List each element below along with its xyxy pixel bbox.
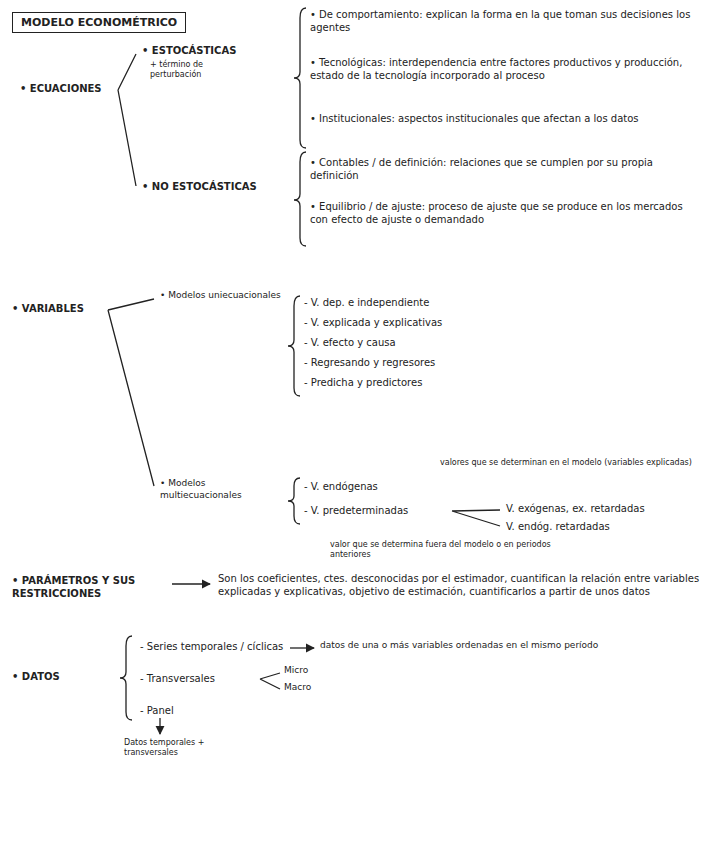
note-text: • De comportamiento: explican la forma e…	[310, 8, 700, 34]
title-box: MODELO ECONOMÉTRICO	[12, 12, 186, 33]
fork-line	[108, 299, 154, 486]
note-text: • Modelos multiecuacionales	[160, 478, 285, 501]
brace	[294, 152, 306, 246]
fork-line	[260, 673, 280, 689]
note-text: V. endóg. retardadas	[506, 520, 706, 533]
note-text: - V. endógenas	[304, 480, 378, 493]
note-text: • PARÁMETROS Y SUS RESTRICCIONES	[12, 574, 162, 600]
note-text: Son los coeficientes, ctes. desconocidas…	[218, 572, 703, 598]
fork-line	[118, 54, 136, 186]
note-text: • NO ESTOCÁSTICAS	[142, 180, 257, 193]
arrow-line	[159, 718, 160, 734]
note-text: - V. dep. e independiente	[304, 296, 429, 309]
note-text: datos de una o más variables ordenadas e…	[320, 640, 690, 652]
note-text: - Regresando y regresores	[304, 356, 435, 369]
note-text: • Contables / de definición: relaciones …	[310, 156, 700, 182]
note-text: • ECUACIONES	[20, 82, 102, 95]
brace	[294, 8, 306, 148]
note-text: - V. explicada y explicativas	[304, 316, 442, 329]
note-text: Datos temporales + transversales	[124, 738, 244, 759]
arrow-line	[290, 647, 314, 648]
note-text: • VARIABLES	[12, 302, 84, 315]
note-text: valor que se determina fuera del modelo …	[330, 540, 590, 561]
note-text: • Tecnológicas: interdependencia entre f…	[310, 56, 700, 82]
note-text: • Modelos uniecuacionales	[160, 290, 285, 302]
brace	[120, 636, 132, 720]
note-text: - V. predeterminadas	[304, 504, 408, 517]
note-text: Micro	[284, 665, 308, 677]
note-text: - Transversales	[140, 672, 215, 685]
note-text: • ESTOCÁSTICAS	[142, 44, 236, 57]
title-text: MODELO ECONOMÉTRICO	[21, 16, 177, 29]
brace	[288, 478, 300, 524]
note-text: V. exógenas, ex. retardadas	[506, 502, 706, 515]
note-text: • DATOS	[12, 670, 60, 683]
note-text: - Panel	[140, 704, 174, 717]
fork-line	[452, 510, 500, 526]
arrow-line	[172, 583, 210, 584]
note-text: + término de perturbación	[150, 60, 230, 81]
brace	[288, 296, 300, 396]
note-text: • Equilibrio / de ajuste: proceso de aju…	[310, 200, 700, 226]
note-text: Macro	[284, 682, 311, 694]
note-text: • Institucionales: aspectos instituciona…	[310, 112, 700, 125]
note-text: - Series temporales / cíclicas	[140, 640, 283, 653]
note-text: valores que se determinan en el modelo (…	[440, 458, 700, 468]
note-text: - V. efecto y causa	[304, 336, 396, 349]
note-text: - Predicha y predictores	[304, 376, 422, 389]
